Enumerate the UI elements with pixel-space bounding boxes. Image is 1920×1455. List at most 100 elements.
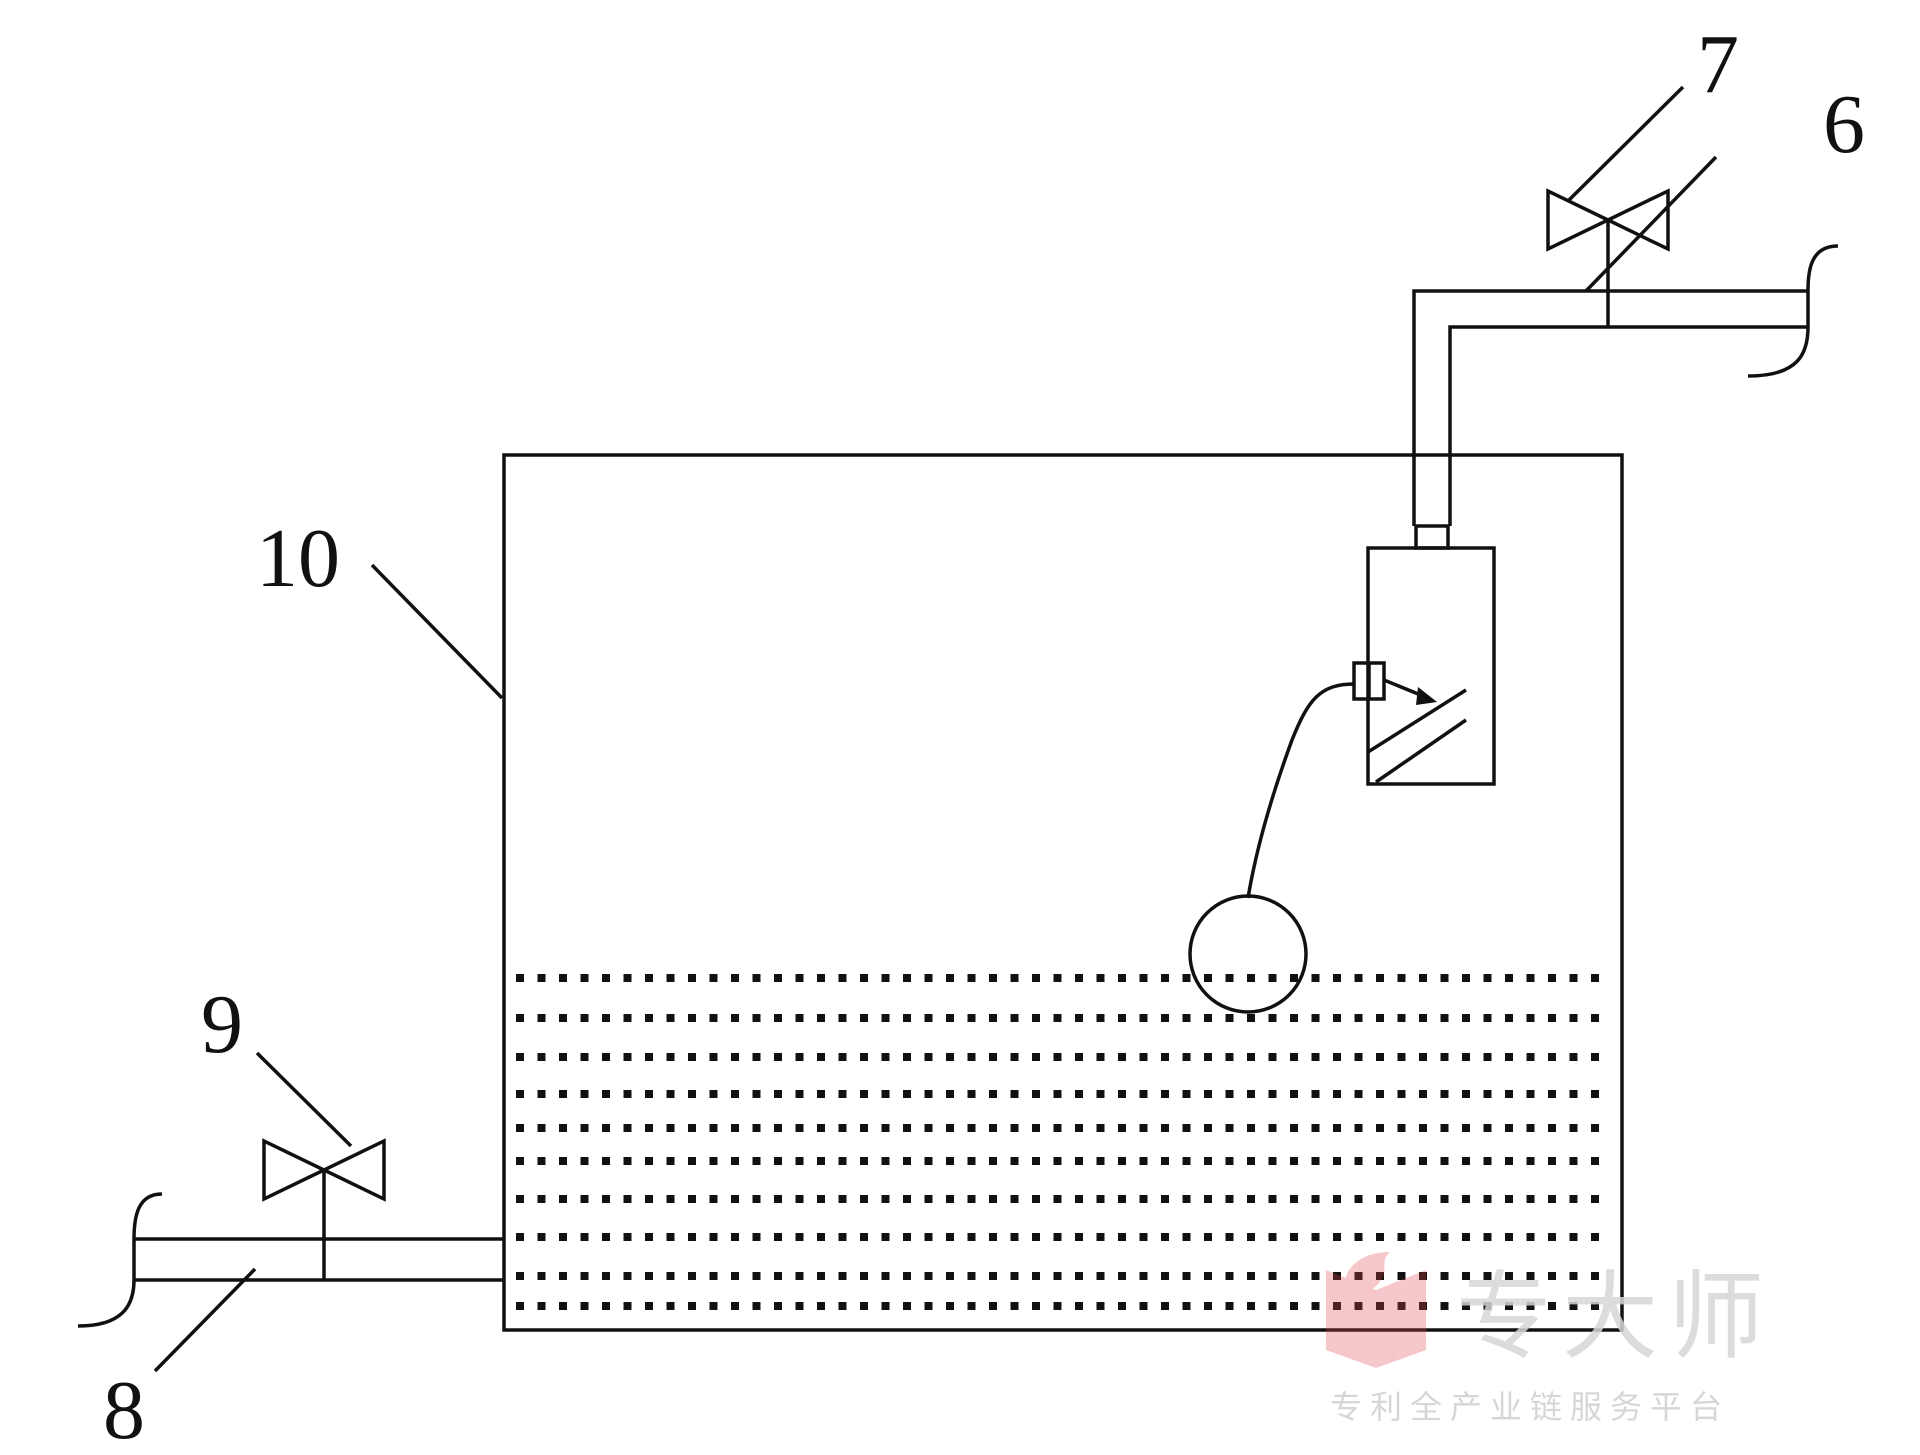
watermark: 专大师 专利全产业链服务平台 bbox=[1326, 1252, 1764, 1426]
liquid-dot bbox=[752, 1195, 761, 1203]
liquid-dot bbox=[1354, 974, 1363, 982]
liquid-dot bbox=[1139, 1195, 1148, 1203]
liquid-dot bbox=[1397, 1195, 1406, 1203]
liquid-dot bbox=[1483, 1272, 1492, 1280]
liquid-dot bbox=[924, 1157, 933, 1165]
liquid-dot bbox=[1182, 974, 1191, 982]
liquid-dot bbox=[645, 1053, 653, 1061]
outlet-pipe-break-mark bbox=[1747, 244, 1839, 378]
liquid-dot bbox=[709, 1124, 718, 1132]
liquid-dot bbox=[860, 1272, 868, 1280]
liquid-dot bbox=[1311, 1302, 1320, 1310]
liquid-dot bbox=[516, 1053, 524, 1061]
liquid-dot bbox=[860, 1157, 868, 1165]
valve-seat-line-upper bbox=[1367, 688, 1467, 754]
liquid-dot bbox=[1225, 1195, 1234, 1203]
liquid-dot bbox=[1053, 1053, 1062, 1061]
liquid-dot bbox=[924, 974, 933, 982]
liquid-dot bbox=[1548, 1124, 1556, 1132]
liquid-dot bbox=[602, 1195, 610, 1203]
liquid-dot bbox=[1139, 1272, 1148, 1280]
inlet-pipe bbox=[77, 1192, 504, 1328]
liquid-dot bbox=[1075, 1233, 1083, 1241]
liquid-dot bbox=[817, 974, 825, 982]
liquid-dot bbox=[559, 1157, 567, 1165]
liquid-dot bbox=[1569, 1053, 1578, 1061]
liquid-dot bbox=[1505, 1302, 1513, 1310]
liquid-dot bbox=[1161, 1195, 1169, 1203]
liquid-dot bbox=[1569, 1272, 1578, 1280]
liquid-dot bbox=[1440, 974, 1449, 982]
liquid-dot bbox=[1247, 1157, 1255, 1165]
liquid-dot bbox=[709, 1272, 718, 1280]
liquid-dot bbox=[989, 1233, 997, 1241]
liquid-dot bbox=[1247, 1014, 1255, 1022]
liquid-dot bbox=[967, 1157, 976, 1165]
liquid-dot bbox=[1462, 1124, 1470, 1132]
liquid-dot bbox=[774, 1272, 782, 1280]
liquid-dot bbox=[537, 1302, 546, 1310]
liquid-dot bbox=[516, 1302, 524, 1310]
liquid-dot bbox=[1075, 1124, 1083, 1132]
liquid-dot bbox=[602, 1124, 610, 1132]
liquid-dot bbox=[881, 1157, 890, 1165]
liquid-dot bbox=[1204, 1090, 1212, 1098]
float-valve-box bbox=[1366, 546, 1496, 786]
liquid-dot bbox=[1505, 1014, 1513, 1022]
liquid-dot bbox=[1483, 974, 1492, 982]
liquid-dot bbox=[881, 1053, 890, 1061]
liquid-dot bbox=[1010, 974, 1019, 982]
liquid-dot bbox=[860, 974, 868, 982]
liquid-dot bbox=[838, 1233, 847, 1241]
liquid-dot bbox=[967, 1090, 976, 1098]
liquid-dot bbox=[1462, 1195, 1470, 1203]
liquid-dot bbox=[666, 1195, 675, 1203]
liquid-dot bbox=[623, 1302, 632, 1310]
liquid-dot bbox=[1440, 1195, 1449, 1203]
liquid-dot bbox=[1397, 1124, 1406, 1132]
liquid-dot bbox=[623, 1014, 632, 1022]
liquid-dot bbox=[1419, 1302, 1427, 1310]
liquid-dot bbox=[1376, 1233, 1384, 1241]
liquid-dot bbox=[1397, 1090, 1406, 1098]
liquid-dot bbox=[1526, 1195, 1535, 1203]
liquid-dot bbox=[1161, 1053, 1169, 1061]
liquid-dot bbox=[903, 1090, 911, 1098]
liquid-dot bbox=[623, 1272, 632, 1280]
liquid-dot bbox=[795, 1014, 804, 1022]
float-ball bbox=[1188, 894, 1308, 1014]
liquid-dot bbox=[688, 1157, 696, 1165]
liquid-dot bbox=[1290, 1014, 1298, 1022]
liquid-dot bbox=[1548, 974, 1556, 982]
liquid-dot bbox=[1376, 1053, 1384, 1061]
liquid-dot bbox=[537, 1090, 546, 1098]
liquid-dot bbox=[817, 1302, 825, 1310]
liquid-dot bbox=[1053, 974, 1062, 982]
liquid-dot bbox=[731, 1124, 739, 1132]
outlet-valve-body-right bbox=[1603, 188, 1670, 252]
liquid-dot bbox=[752, 1233, 761, 1241]
liquid-dot bbox=[774, 1233, 782, 1241]
liquid-dot bbox=[967, 1195, 976, 1203]
label-inlet-pipe: 8 bbox=[103, 1364, 145, 1455]
liquid-dot bbox=[1569, 1090, 1578, 1098]
liquid-dot bbox=[645, 1195, 653, 1203]
liquid-dot bbox=[1096, 1090, 1105, 1098]
liquid-dot bbox=[731, 1195, 739, 1203]
liquid-dot bbox=[1247, 1090, 1255, 1098]
liquid-dot bbox=[903, 1124, 911, 1132]
liquid-dot bbox=[1225, 1272, 1234, 1280]
liquid-dot bbox=[559, 1195, 567, 1203]
liquid-dot bbox=[709, 1157, 718, 1165]
liquid-dot bbox=[516, 1014, 524, 1022]
liquid-dot bbox=[1290, 1124, 1298, 1132]
liquid-dot bbox=[1225, 1302, 1234, 1310]
liquid-dot bbox=[688, 1090, 696, 1098]
liquid-dot bbox=[688, 1014, 696, 1022]
liquid-dot bbox=[709, 1014, 718, 1022]
liquid-dot bbox=[1526, 1302, 1535, 1310]
liquid-dot bbox=[1075, 1302, 1083, 1310]
liquid-dot bbox=[1462, 974, 1470, 982]
liquid-dot bbox=[645, 1302, 653, 1310]
liquid-dot bbox=[1462, 1302, 1470, 1310]
